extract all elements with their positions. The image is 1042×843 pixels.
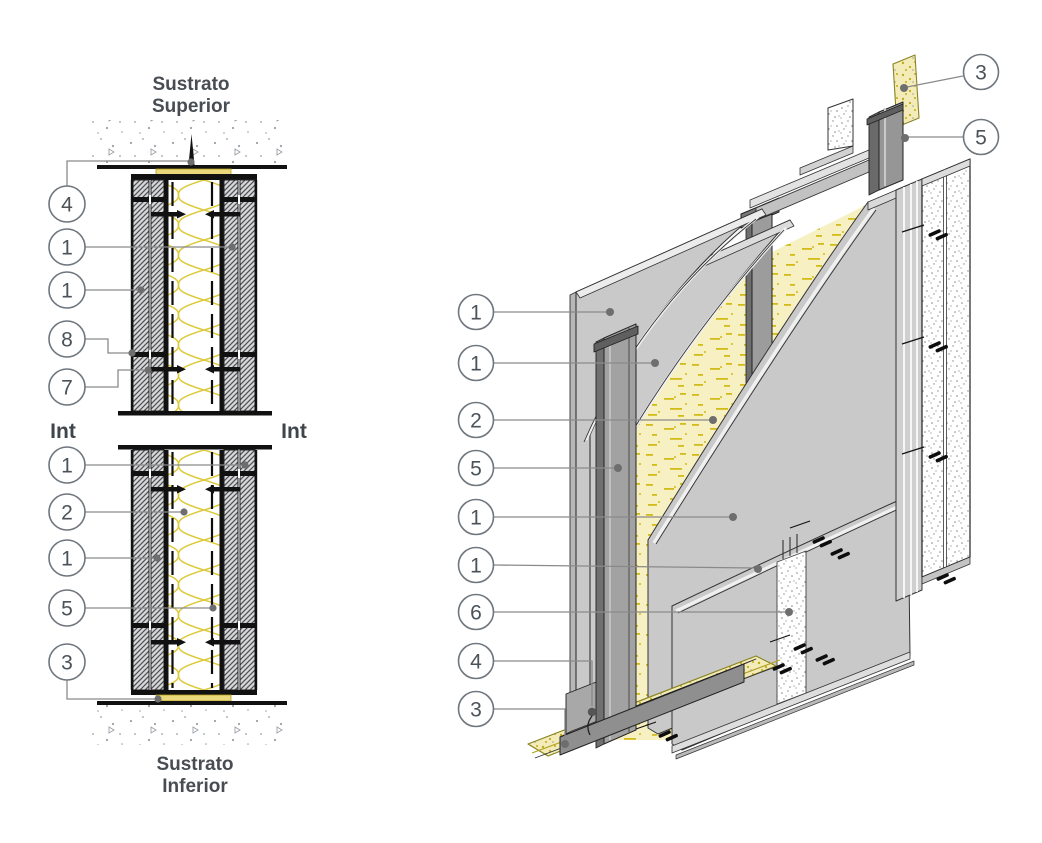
callout-r4: 4 xyxy=(457,642,495,680)
wall-top-cap xyxy=(131,174,257,180)
callout-1d: 1 xyxy=(48,539,86,577)
callout-r1b: 1 xyxy=(457,344,495,382)
bottom-screws xyxy=(635,660,793,744)
svg-text:1: 1 xyxy=(470,555,482,578)
track-screw xyxy=(587,707,597,736)
top-track-strips xyxy=(749,149,870,221)
left-section-view: Sustrato Superior xyxy=(48,74,307,797)
front-left-stud xyxy=(593,323,639,749)
callout-r6: 6 xyxy=(457,593,495,631)
svg-text:1: 1 xyxy=(470,353,482,376)
callout-r2: 2 xyxy=(457,401,495,439)
svg-text:3: 3 xyxy=(470,699,482,722)
svg-text:4: 4 xyxy=(470,651,482,674)
substrate-superior-line2: Superior xyxy=(152,96,231,117)
svg-text:2: 2 xyxy=(61,502,73,525)
bottom-sealant-strip xyxy=(155,694,232,702)
top-track xyxy=(97,165,287,169)
top-substrate-corner xyxy=(799,98,854,176)
left-view-leader-dots xyxy=(128,158,249,703)
callout-5: 5 xyxy=(48,589,86,627)
callout-1c: 1 xyxy=(48,446,86,484)
callout-r1a: 1 xyxy=(457,293,495,331)
right-view-leaders xyxy=(493,75,964,741)
callout-r3: 3 xyxy=(457,690,495,728)
right-view-leader-dots xyxy=(561,84,909,748)
callout-r5-top: 5 xyxy=(962,118,1000,156)
svg-text:3: 3 xyxy=(61,652,73,675)
svg-text:1: 1 xyxy=(61,237,73,260)
svg-text:1: 1 xyxy=(470,302,482,325)
callout-r5: 5 xyxy=(457,449,495,487)
svg-text:6: 6 xyxy=(470,602,482,625)
callout-4: 4 xyxy=(48,185,86,223)
right-view-callouts-right: 3 5 xyxy=(962,53,1000,156)
svg-text:4: 4 xyxy=(61,194,73,217)
callout-r1d: 1 xyxy=(457,546,495,584)
svg-text:5: 5 xyxy=(470,458,482,481)
svg-text:8: 8 xyxy=(61,329,73,352)
bottom-track xyxy=(97,701,287,705)
callout-7: 7 xyxy=(48,368,86,406)
svg-text:1: 1 xyxy=(61,455,73,478)
callout-8: 8 xyxy=(48,320,86,358)
left-view-callouts: 4 1 1 8 7 1 2 1 5 3 xyxy=(48,185,86,681)
substrate-superior-line1: Sustrato xyxy=(152,74,229,95)
svg-text:7: 7 xyxy=(61,377,73,400)
screw-symbols-right-boards xyxy=(901,224,957,587)
int-label-left: Int xyxy=(50,420,76,443)
callout-r3-top: 3 xyxy=(962,53,1000,91)
svg-text:2: 2 xyxy=(470,410,482,433)
svg-text:1: 1 xyxy=(61,280,73,303)
callout-r1c: 1 xyxy=(457,498,495,536)
upper-wall-section xyxy=(118,179,272,416)
int-label-right: Int xyxy=(281,420,307,443)
substrate-inferior-line2: Inferior xyxy=(162,776,228,797)
callout-1a: 1 xyxy=(48,228,86,266)
svg-text:1: 1 xyxy=(470,507,482,530)
callout-1b: 1 xyxy=(48,271,86,309)
top-right-stud xyxy=(866,101,904,196)
svg-text:1: 1 xyxy=(61,548,73,571)
callout-3: 3 xyxy=(48,643,86,681)
substrate-inferior-line1: Sustrato xyxy=(156,754,233,775)
left-view-leaders xyxy=(66,160,243,700)
top-substrate-concrete xyxy=(90,120,287,166)
opposite-face-boards xyxy=(895,158,971,602)
lower-wall-section xyxy=(118,445,272,695)
callout-2: 2 xyxy=(48,493,86,531)
bottom-substrate-concrete xyxy=(90,705,287,745)
svg-text:5: 5 xyxy=(975,127,987,150)
top-anchor-pin xyxy=(188,134,195,165)
svg-text:5: 5 xyxy=(61,598,73,621)
right-isometric-view: 1 1 2 5 1 1 6 4 3 3 5 xyxy=(457,53,1000,760)
floor-track-front-lip xyxy=(559,663,745,756)
right-view-callouts-left: 1 1 2 5 1 1 6 4 3 xyxy=(457,293,495,728)
screw-symbols-strip xyxy=(769,520,851,668)
svg-text:3: 3 xyxy=(975,62,987,85)
